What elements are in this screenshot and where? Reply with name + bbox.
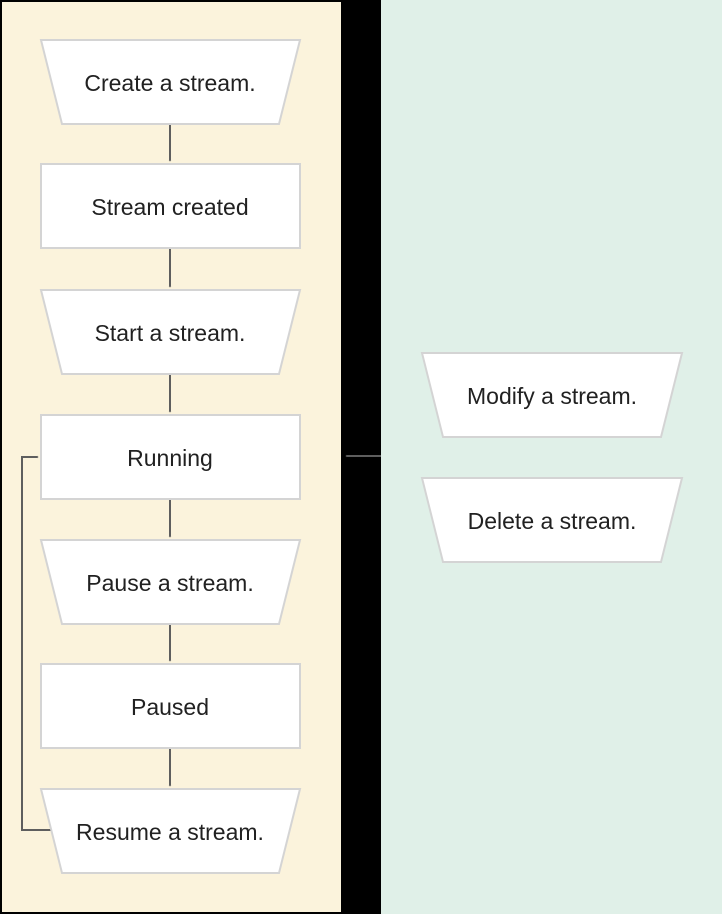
node-label-stream-created: Stream created — [91, 194, 248, 220]
node-delete-a-stream — [420, 477, 684, 563]
node-label-running: Running — [127, 445, 213, 471]
node-label-modify-a-stream: Modify a stream. — [467, 383, 637, 409]
node-start-a-stream — [39, 289, 302, 375]
node-label-paused: Paused — [131, 694, 209, 720]
node-modify-a-stream — [420, 352, 684, 438]
node-pause-a-stream — [39, 539, 302, 625]
node-stream-created — [40, 163, 301, 249]
arrow-resume-loop-to-running — [21, 457, 52, 831]
node-resume-a-stream — [39, 788, 302, 874]
right-panel-background — [381, 0, 722, 914]
node-create-a-stream — [39, 39, 302, 125]
node-label-resume-a-stream: Resume a stream. — [76, 819, 264, 845]
node-running — [40, 414, 301, 500]
node-label-start-a-stream: Start a stream. — [95, 320, 246, 346]
node-paused — [40, 663, 301, 749]
node-label-delete-a-stream: Delete a stream. — [468, 508, 637, 534]
node-label-create-a-stream: Create a stream. — [84, 70, 255, 96]
node-label-pause-a-stream: Pause a stream. — [86, 570, 253, 596]
